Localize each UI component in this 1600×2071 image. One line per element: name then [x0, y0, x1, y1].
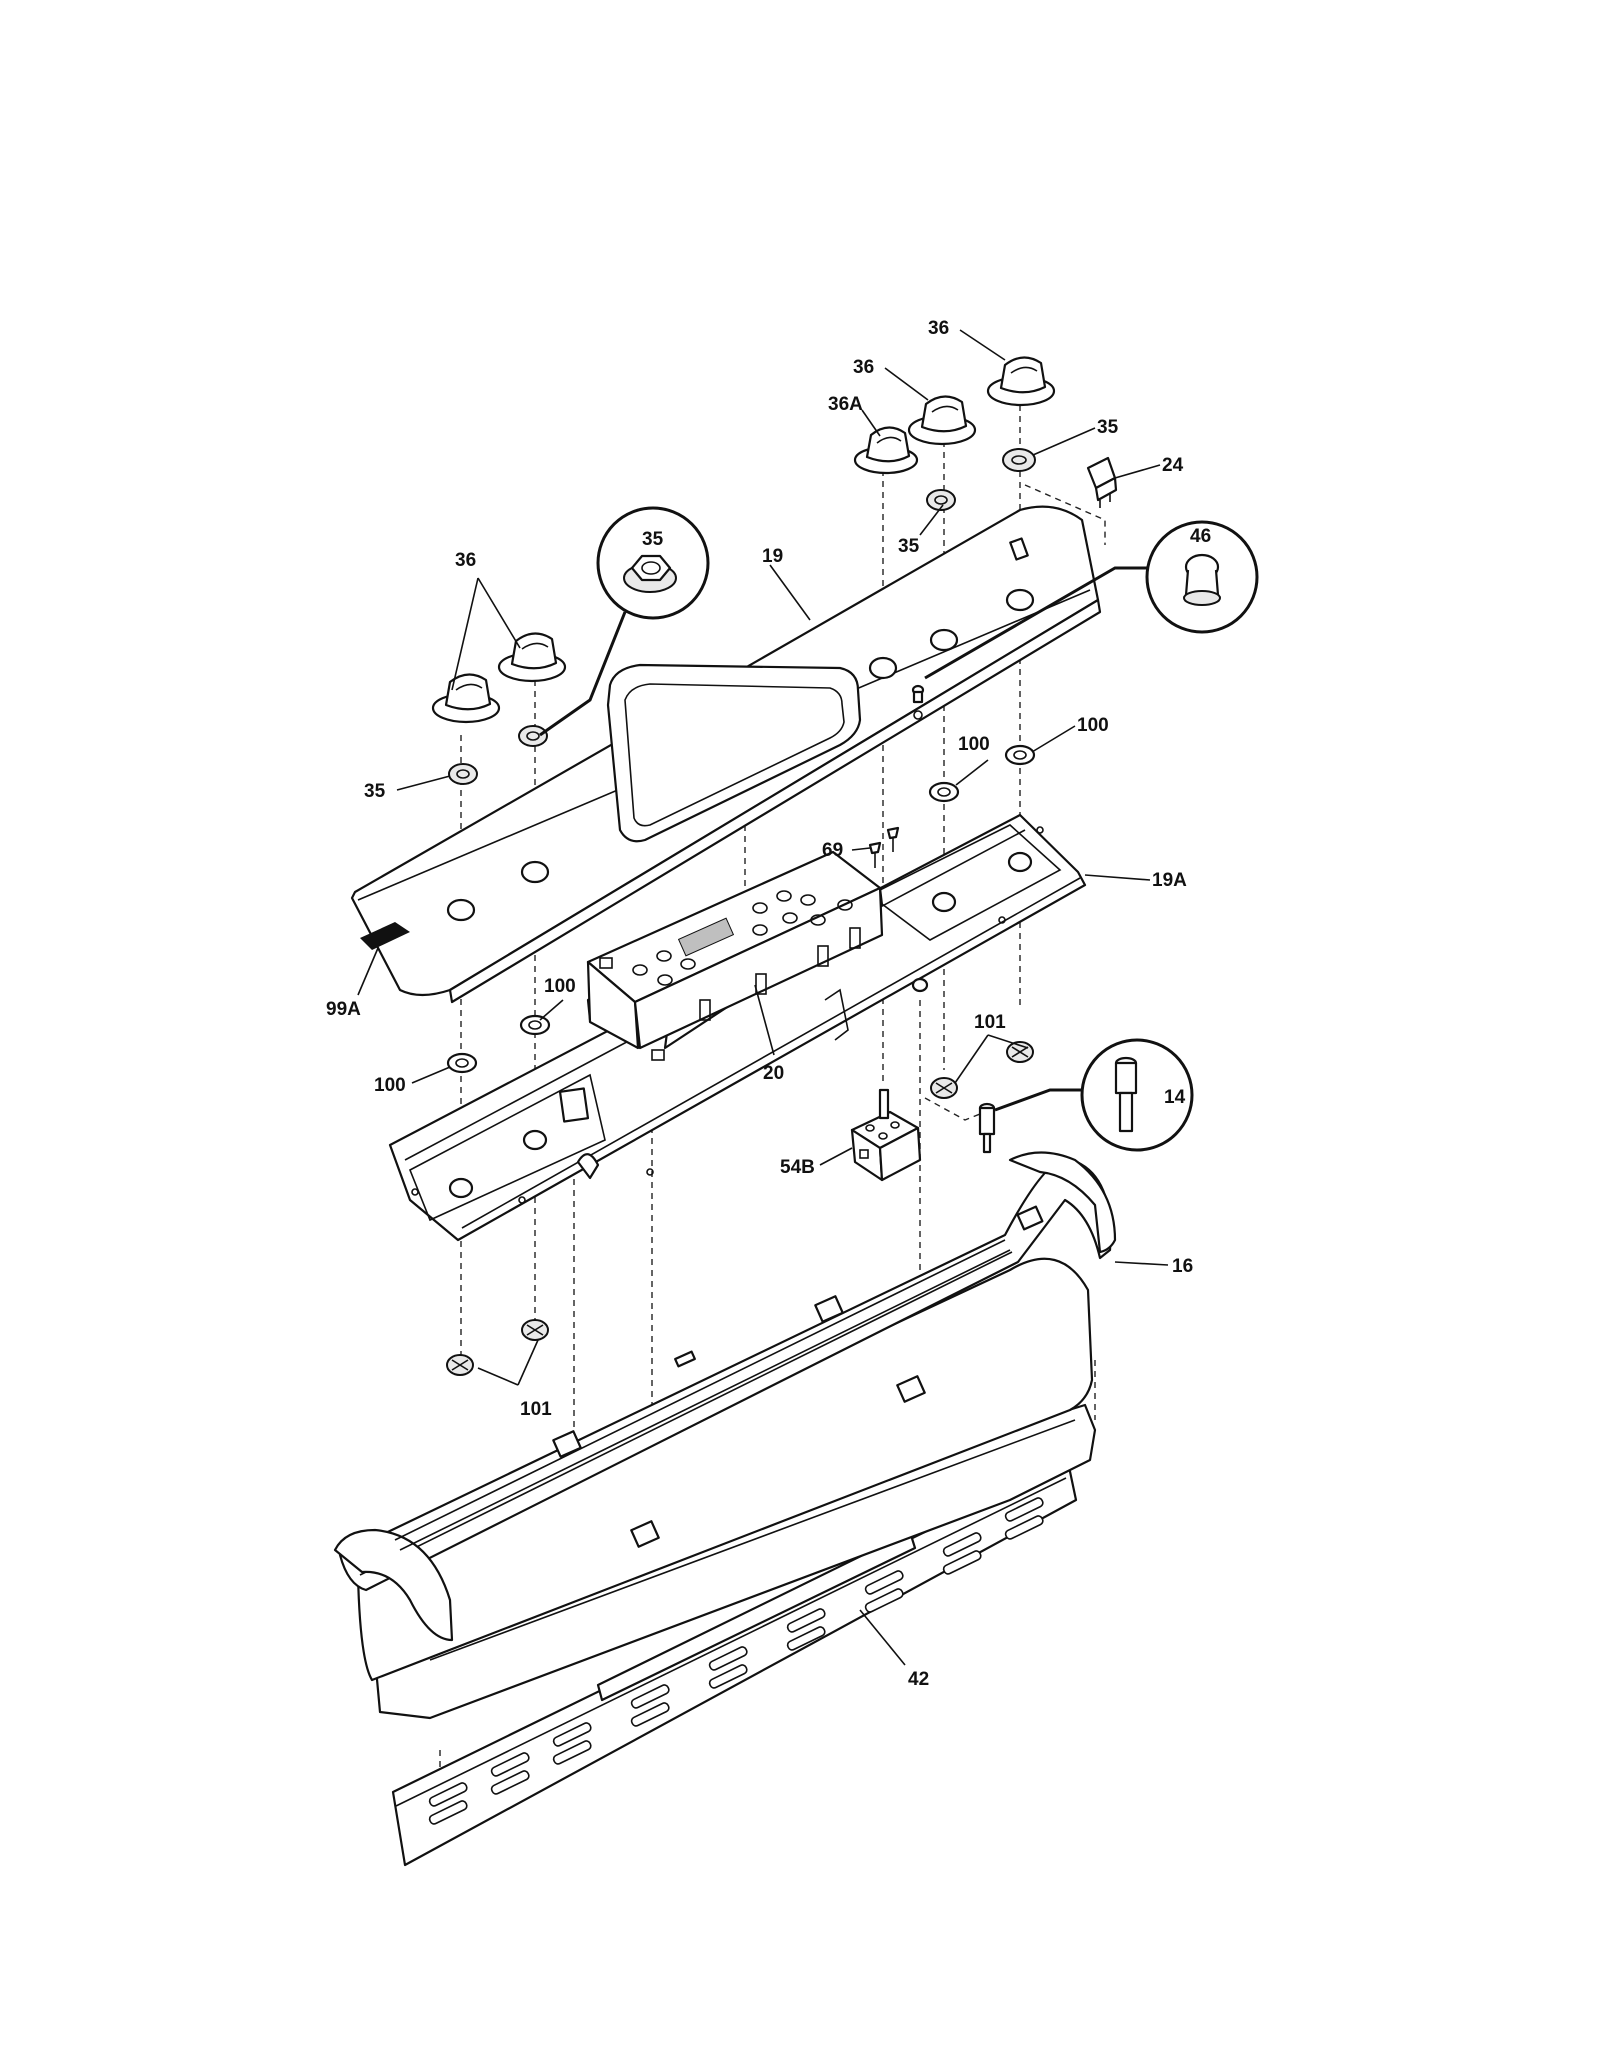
grille-slots: [428, 1497, 1044, 1825]
terminal-block-54B-icon: [850, 1088, 922, 1182]
label-24: 24: [1162, 455, 1184, 476]
callout-labels: 36 36 36A 35 24 35 35 19 36 46 100 100 3…: [326, 318, 1211, 1690]
nut-35-a: [448, 763, 478, 785]
label-35-left: 35: [364, 781, 386, 802]
nut-101-a: [446, 1354, 474, 1376]
label-99A: 99A: [326, 999, 361, 1020]
callout-circle-35: [539, 506, 710, 737]
nut-100-c: [928, 781, 960, 803]
nut-35-c: [926, 489, 956, 511]
callout-circle-14: [994, 1038, 1194, 1152]
lamp-clip-46-icon: [911, 684, 925, 704]
knob-36A: [853, 426, 919, 475]
label-46: 46: [1190, 526, 1211, 547]
lamp-14-small-icon: [978, 1102, 996, 1154]
label-101-right: 101: [974, 1012, 1006, 1033]
label-35-top-right: 35: [1097, 417, 1119, 438]
nut-100-a: [446, 1052, 478, 1074]
label-35-middle: 35: [898, 536, 920, 557]
label-100-right: 100: [958, 734, 990, 755]
label-19: 19: [762, 546, 783, 567]
nut-101-b: [521, 1319, 549, 1341]
knob-36-right-b: [986, 356, 1056, 407]
knob-36-right-a: [907, 395, 977, 446]
screw-69-icon: [868, 826, 900, 868]
label-69: 69: [822, 840, 843, 861]
nut-100-d: [1004, 744, 1036, 766]
nut-100-b: [519, 1014, 551, 1036]
label-100-right-top: 100: [1077, 715, 1109, 736]
label-14: 14: [1164, 1087, 1186, 1108]
label-16: 16: [1172, 1256, 1193, 1277]
label-100-left-upper: 100: [544, 976, 576, 997]
switch-24-icon: [1086, 456, 1118, 508]
label-101-left: 101: [520, 1399, 552, 1420]
leader-lines: [357, 329, 1169, 1666]
label-19A: 19A: [1152, 870, 1187, 891]
nut-101-c: [930, 1077, 958, 1099]
label-42: 42: [908, 1669, 929, 1690]
vent-grille-42: [391, 1460, 1078, 1867]
knob-36-left-b: [497, 632, 567, 683]
backguard-frame-16: [333, 1151, 1117, 1720]
control-board-20: [586, 850, 884, 1061]
label-36A: 36A: [828, 394, 863, 415]
label-36-top-right: 36: [928, 318, 949, 339]
label-100-left-lower: 100: [374, 1075, 406, 1096]
label-20: 20: [763, 1063, 784, 1084]
label-35-circle: 35: [642, 529, 664, 550]
nut-35-b: [518, 725, 548, 747]
knob-36-left-a: [431, 673, 501, 724]
label-54B: 54B: [780, 1157, 815, 1178]
rear-panel-19A: [388, 813, 1087, 1242]
nut-35-d: [1002, 448, 1036, 472]
control-panel-19: [350, 505, 1102, 1004]
label-36-top-middle: 36: [853, 357, 874, 378]
callout-circle-46: [924, 520, 1259, 680]
label-36-left: 36: [455, 550, 476, 571]
